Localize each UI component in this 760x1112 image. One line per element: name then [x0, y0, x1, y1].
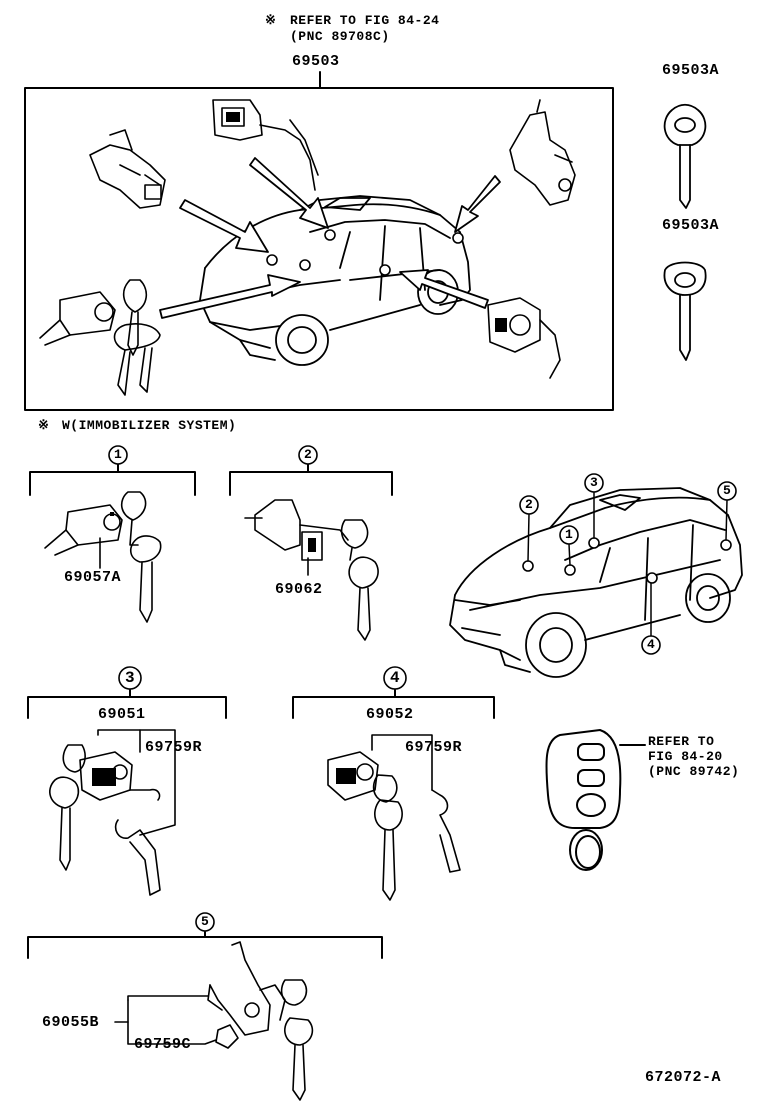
group-5-number[interactable]: 5: [201, 914, 210, 929]
remote-drawing: [545, 729, 646, 871]
vehicle-callout-4[interactable]: 4: [647, 637, 656, 652]
group-2-number[interactable]: 2: [304, 447, 313, 462]
group-2-drawing: [244, 499, 379, 641]
group-3-bracket: [27, 696, 227, 719]
group-3-circle: [118, 666, 142, 690]
assembly-parts-drawings: [39, 99, 576, 379]
refer-line-1: REFER TO FIG 84-24: [290, 13, 440, 28]
group-1-part-number[interactable]: 69057A: [64, 569, 122, 586]
figure-code: 672072-A: [645, 1069, 722, 1086]
note-text: W(IMMOBILIZER SYSTEM): [62, 418, 237, 433]
group-5-circle: [195, 912, 215, 932]
key-upper-drawing: [663, 103, 707, 209]
vehicle-callout-2[interactable]: 2: [525, 497, 534, 512]
remote-refer-line-1: REFER TO: [648, 734, 715, 749]
vehicle-callout-5-circle: [717, 481, 737, 501]
key-lower-part-number[interactable]: 69503A: [662, 217, 720, 234]
vehicle-callout-1[interactable]: 1: [565, 527, 574, 542]
group-4-sub-part-number[interactable]: 69759R: [405, 739, 463, 756]
remote-refer-line-2: FIG 84-20: [648, 749, 723, 764]
note-mark-symbol: ※: [38, 418, 50, 433]
group-2-bracket: [229, 471, 393, 496]
vehicle-callout-1-circle: [559, 525, 579, 545]
assembly-keys: [113, 279, 161, 396]
group-1-drawing: [44, 491, 162, 623]
group-3-sub-part-number[interactable]: 69759R: [145, 739, 203, 756]
group-1-circle: [108, 445, 128, 465]
key-upper-part-number[interactable]: 69503A: [662, 62, 720, 79]
group-1-number[interactable]: 1: [114, 447, 123, 462]
group-2-circle: [298, 445, 318, 465]
vehicle-callout-3[interactable]: 3: [590, 475, 599, 490]
group-2-part-number[interactable]: 69062: [275, 581, 323, 598]
group-4-drawing: [327, 734, 461, 901]
vehicle-callout-4-circle: [641, 635, 661, 655]
vehicle-lower-leaders: [527, 491, 728, 637]
group-3-number[interactable]: 3: [125, 669, 136, 687]
refer-mark-symbol: ※: [265, 13, 277, 28]
main-part-number[interactable]: 69503: [292, 53, 340, 70]
refer-line-2: (PNC 89708C): [290, 29, 390, 44]
group-3-drawing: [49, 729, 176, 896]
key-lower-drawing: [663, 261, 707, 361]
group-3-part-number[interactable]: 69051: [98, 706, 146, 723]
group-5-part-number[interactable]: 69055B: [42, 1014, 100, 1031]
group-4-part-number[interactable]: 69052: [366, 706, 414, 723]
group-5-sub-part-number[interactable]: 69759C: [134, 1036, 192, 1053]
remote-refer-line-3: (PNC 89742): [648, 764, 740, 779]
group-4-circle: [383, 666, 407, 690]
assembly-arrows: [159, 157, 501, 319]
group-4-bracket: [292, 696, 495, 719]
vehicle-callout-3-circle: [584, 473, 604, 493]
group-4-number[interactable]: 4: [390, 669, 401, 687]
filled-details: [92, 112, 507, 786]
vehicle-lower-drawing: [449, 487, 743, 678]
vehicle-callout-2-circle: [519, 495, 539, 515]
vehicle-callout-5[interactable]: 5: [723, 483, 732, 498]
group-5-drawing: [114, 941, 314, 1101]
vehicle-upper-points: [266, 229, 464, 276]
group-1-bracket: [29, 471, 196, 496]
